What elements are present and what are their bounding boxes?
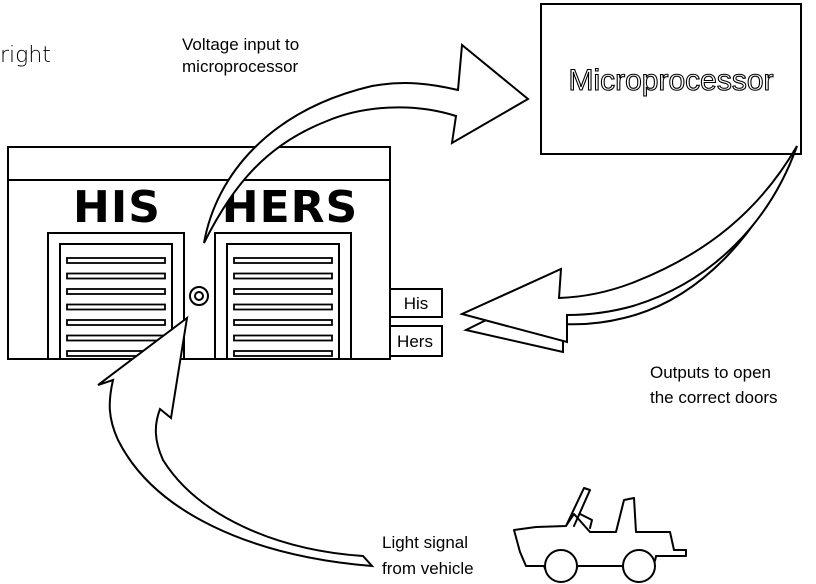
garage-building: HIS HERS (7, 146, 391, 360)
svg-text:Voltage input to: Voltage input to (182, 35, 299, 54)
door-slat (66, 319, 166, 326)
light-sensor-icon (189, 286, 209, 306)
svg-text:Light signal: Light signal (382, 533, 468, 552)
door-slat (233, 334, 333, 342)
microprocessor-label: Microprocessor (568, 64, 773, 97)
voltage-caption: Voltage input to microprocessor (182, 35, 299, 76)
microprocessor-box: Microprocessor (540, 3, 802, 155)
door-slat (233, 272, 333, 280)
garage-sign-his: HIS (73, 182, 161, 233)
garage-door-hers (214, 232, 352, 360)
door-slat (66, 257, 166, 264)
door-slat (233, 288, 333, 295)
outputs-arrow (459, 145, 798, 354)
hers-button[interactable]: Hers (389, 325, 443, 357)
garage-sign-hers: HERS (222, 182, 358, 233)
door-slat (233, 257, 333, 264)
door-slat (233, 319, 333, 326)
light-signal-arrow (97, 315, 375, 568)
door-slat (233, 350, 333, 357)
door-slat (66, 288, 166, 295)
light-caption: Light signal from vehicle (382, 533, 474, 578)
svg-text:from vehicle: from vehicle (382, 559, 474, 578)
hers-button-label: Hers (397, 332, 433, 351)
svg-text:the correct doors: the correct doors (650, 388, 778, 407)
vehicle-icon (513, 487, 687, 583)
svg-text:Outputs to open: Outputs to open (650, 363, 771, 382)
voltage-input-arrow (203, 43, 530, 244)
his-button[interactable]: His (389, 288, 443, 318)
door-slat (233, 303, 333, 311)
his-button-label: His (404, 294, 429, 313)
corner-text: right (0, 43, 51, 68)
door-slats (233, 257, 333, 357)
door-slat (66, 272, 166, 280)
door-slats (66, 257, 166, 357)
outputs-caption: Outputs to open the correct doors (650, 363, 778, 407)
svg-text:microprocessor: microprocessor (182, 57, 299, 76)
door-slat (66, 303, 166, 311)
door-slat (66, 334, 166, 342)
